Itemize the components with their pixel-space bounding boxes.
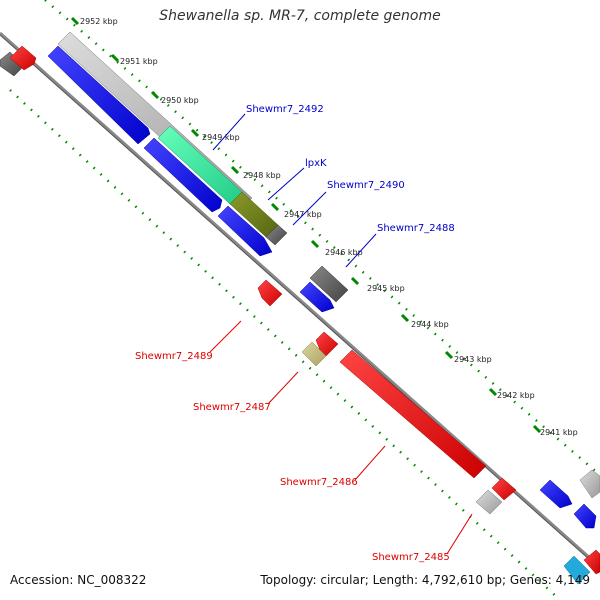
gene-arrow[interactable] (573, 503, 597, 529)
gene-arrow[interactable] (579, 469, 600, 499)
map-title: Shewanella sp. MR-7, complete genome (159, 8, 441, 24)
gene-label[interactable]: Shewmr7_2487 (193, 402, 271, 413)
gene-arrow[interactable] (491, 477, 517, 501)
inner-tick-track (9, 89, 561, 600)
gene-labels: Shewmr7_2492 lpxK Shewmr7_2490 Shewmr7_2… (135, 104, 455, 563)
gene-label[interactable]: Shewmr7_2485 (372, 552, 450, 563)
gene-arrow[interactable] (539, 479, 573, 509)
gene-label[interactable]: Shewmr7_2488 (377, 223, 455, 234)
gene-arrow[interactable] (0, 51, 25, 77)
gene-label[interactable]: Shewmr7_2490 (327, 180, 405, 191)
kbp-label: 2944 kbp (411, 320, 449, 329)
kbp-label: 2948 kbp (243, 171, 281, 180)
gene-arrow[interactable] (315, 331, 339, 357)
major-ticks (70, 16, 542, 434)
kbp-label: 2942 kbp (497, 391, 535, 400)
gene-label[interactable]: Shewmr7_2492 (246, 104, 324, 115)
gene-arrow[interactable] (257, 279, 283, 307)
kbp-label: 2946 kbp (325, 248, 363, 257)
genome-summary: Topology: circular; Length: 4,792,610 bp… (260, 573, 590, 587)
gene-arrow[interactable] (583, 549, 600, 575)
kbp-label: 2945 kbp (367, 284, 405, 293)
label-leaders (209, 113, 473, 555)
gene-arrow[interactable] (47, 45, 151, 145)
kbp-label: 2951 kbp (120, 57, 158, 66)
kbp-label: 2943 kbp (454, 355, 492, 364)
gene-arrow[interactable] (265, 224, 288, 246)
kbp-label: 2949 kbp (202, 133, 240, 142)
forward-features (0, 31, 600, 499)
genome-backbone (0, 31, 600, 569)
kbp-label: 2952 kbp (80, 17, 118, 26)
gene-arrow[interactable] (563, 555, 591, 585)
gene-arrow[interactable] (475, 489, 503, 515)
cds-forward (47, 45, 597, 529)
gene-arrow[interactable] (309, 265, 349, 303)
gene-label[interactable]: lpxK (305, 158, 327, 169)
gene-label[interactable]: Shewmr7_2489 (135, 351, 213, 362)
gene-label[interactable]: Shewmr7_2486 (280, 477, 358, 488)
reverse-features (9, 45, 600, 585)
gene-arrow[interactable] (301, 341, 327, 367)
gene-arrow[interactable] (217, 205, 273, 257)
kbp-label: 2941 kbp (540, 428, 578, 437)
kbp-labels: 2952 kbp 2951 kbp 2950 kbp 2949 kbp 2948… (80, 17, 578, 437)
gene-arrow[interactable] (299, 281, 335, 313)
gene-arrow[interactable] (339, 349, 487, 479)
accession-text: Accession: NC_008322 (10, 573, 147, 587)
outer-tick-track (44, 0, 600, 476)
gene-arrow[interactable] (9, 45, 37, 71)
kbp-label: 2950 kbp (161, 96, 199, 105)
gene-arrow[interactable] (143, 137, 223, 213)
